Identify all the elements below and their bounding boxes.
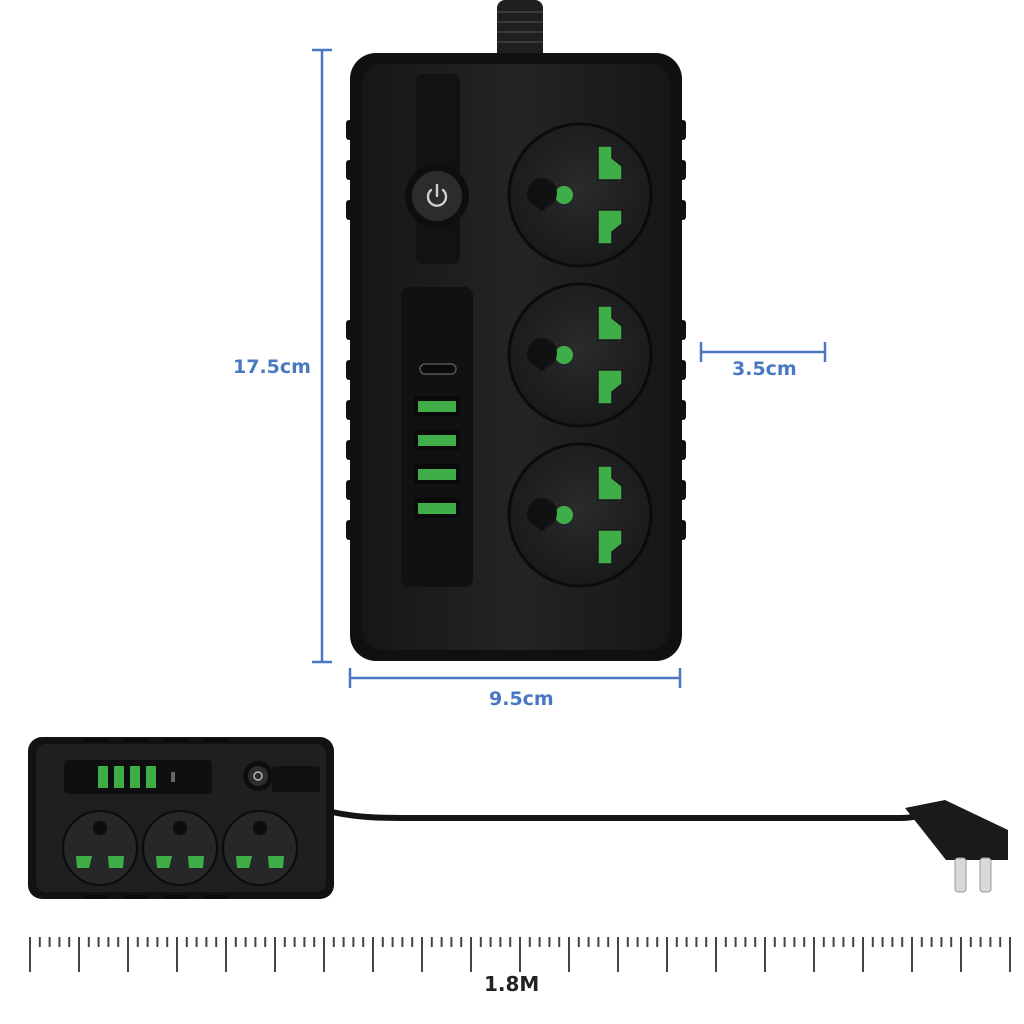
power-strip-top-view [346, 0, 686, 661]
ac-socket-side [62, 810, 138, 886]
plug-pin [979, 857, 992, 893]
ac-socket [507, 282, 653, 428]
ac-socket [507, 122, 653, 268]
width-dimension-line [348, 668, 682, 688]
ac-socket [507, 442, 653, 588]
ac-socket-side [142, 810, 218, 886]
depth-label: 3.5cm [732, 358, 797, 380]
plug-pin [954, 857, 967, 893]
power-cord-top [497, 0, 543, 60]
width-label: 9.5cm [489, 688, 554, 710]
usb-c-port [419, 363, 457, 375]
usb-a-ports [414, 396, 460, 518]
power-strip-side-view [28, 737, 1008, 899]
cable-length-label: 1.8M [484, 972, 540, 996]
height-dimension-line [312, 48, 332, 664]
height-label: 17.5cm [233, 356, 311, 378]
length-ruler [29, 937, 1011, 972]
power-cord [331, 809, 927, 821]
plug [905, 800, 1008, 893]
ac-socket-side [222, 810, 298, 886]
depth-dimension-line [699, 342, 827, 362]
power-icon [426, 183, 448, 207]
